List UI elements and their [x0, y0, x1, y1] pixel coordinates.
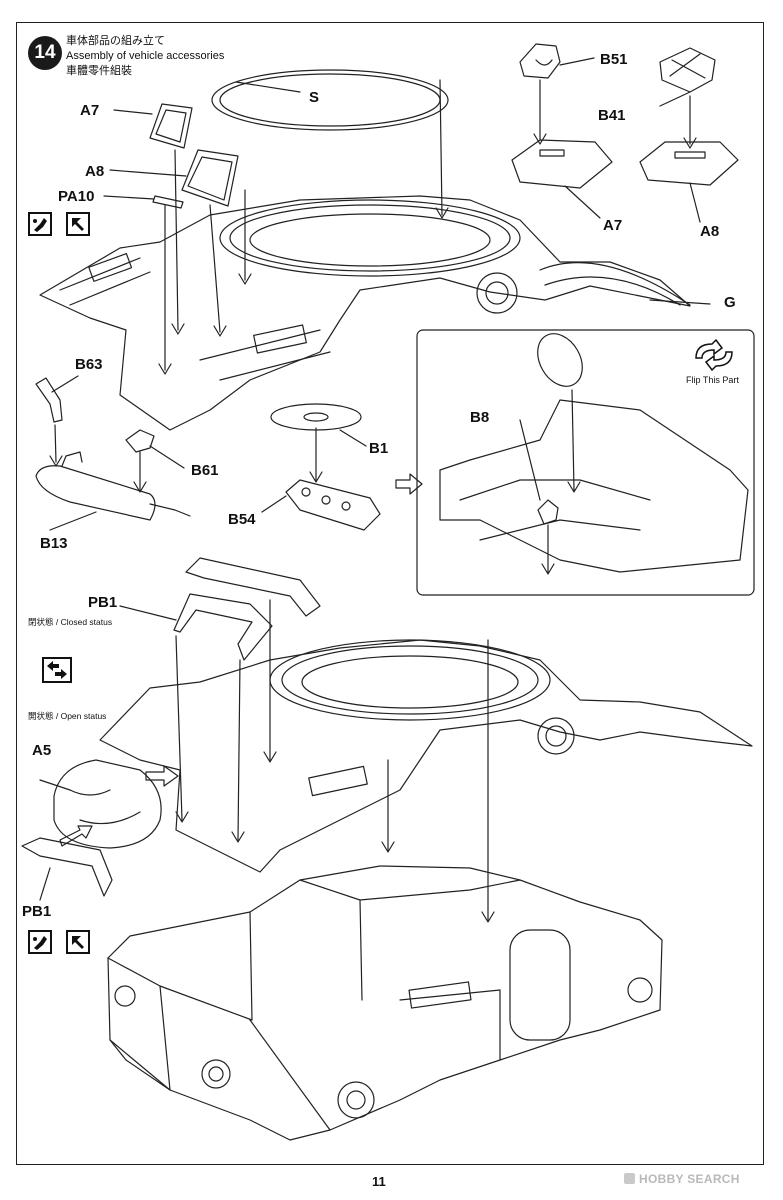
label-b13: B13	[40, 535, 68, 552]
part-b41	[659, 47, 716, 93]
label-b63: B63	[75, 356, 103, 373]
label-pb1-open: PB1	[22, 903, 52, 920]
label-a8-right: A8	[700, 223, 720, 240]
cut-icon-lower	[66, 930, 90, 954]
watermark-logo-icon	[624, 1173, 635, 1184]
step-title: 車体部品の組み立て Assembly of vehicle accessorie…	[66, 34, 224, 79]
step-title-jp: 車体部品の組み立て	[66, 35, 165, 47]
step-title-cn: 車體零件組裝	[66, 65, 132, 77]
pa10-strip	[152, 195, 184, 209]
page-number: 11	[372, 1174, 386, 1189]
handle-upper	[185, 557, 321, 617]
pb1-closed	[173, 593, 273, 661]
label-b41: B41	[598, 107, 626, 124]
upper-deck-middle	[99, 639, 753, 873]
label-a8: A8	[85, 163, 105, 180]
lower-hull	[107, 865, 663, 1141]
step-number-badge: 14	[28, 36, 62, 70]
part-b1	[270, 403, 362, 431]
drive-sprocket	[337, 1081, 375, 1119]
label-g: G	[724, 294, 736, 311]
label-b61: B61	[191, 462, 219, 479]
part-b54	[285, 479, 381, 531]
label-s: S	[309, 89, 320, 106]
hatch-a7	[149, 103, 193, 149]
wheel-g	[476, 272, 518, 314]
pb1-open	[21, 837, 113, 897]
side-door-opening	[509, 929, 571, 1041]
hatch-a7-right	[511, 139, 613, 189]
label-pb1-closed: PB1	[88, 594, 118, 611]
label-b54: B54	[228, 511, 256, 528]
part-b63	[35, 377, 63, 423]
cut-icon	[66, 212, 90, 236]
part-a5	[53, 759, 162, 849]
watermark-text: HOBBY SEARCH	[639, 1172, 740, 1186]
hatch-a8-right	[639, 141, 739, 186]
label-a7-right: A7	[603, 217, 623, 234]
glue-icon	[28, 212, 52, 236]
part-b61	[125, 429, 155, 453]
step-title-en: Assembly of vehicle accessories	[66, 50, 225, 62]
option-swap-icon	[42, 657, 72, 683]
label-a7: A7	[80, 102, 100, 119]
label-a5: A5	[32, 742, 52, 759]
inset-box	[416, 329, 755, 596]
glue-icon-lower	[28, 930, 52, 954]
open-status-note: 開状態 / Open status	[28, 711, 107, 721]
watermark: HOBBY SEARCH	[624, 1172, 740, 1186]
ring-s	[211, 69, 449, 131]
turret-ring-middle	[269, 639, 551, 721]
part-b8-wheel	[537, 333, 583, 387]
flip-note: Flip This Part	[686, 375, 739, 385]
label-pa10: PA10	[58, 188, 95, 205]
upper-deck	[39, 195, 691, 431]
label-b1: B1	[369, 440, 389, 457]
instruction-frame	[16, 22, 764, 1165]
turret-ring-upper	[219, 199, 521, 277]
flip-icon	[695, 338, 733, 372]
part-b13	[35, 465, 156, 521]
part-b51	[519, 43, 561, 79]
part-b8	[537, 499, 559, 525]
hatch-a8	[181, 149, 239, 207]
label-b8: B8	[470, 409, 490, 426]
label-b51: B51	[600, 51, 628, 68]
closed-status-note: 閉状態 / Closed status	[28, 617, 113, 627]
